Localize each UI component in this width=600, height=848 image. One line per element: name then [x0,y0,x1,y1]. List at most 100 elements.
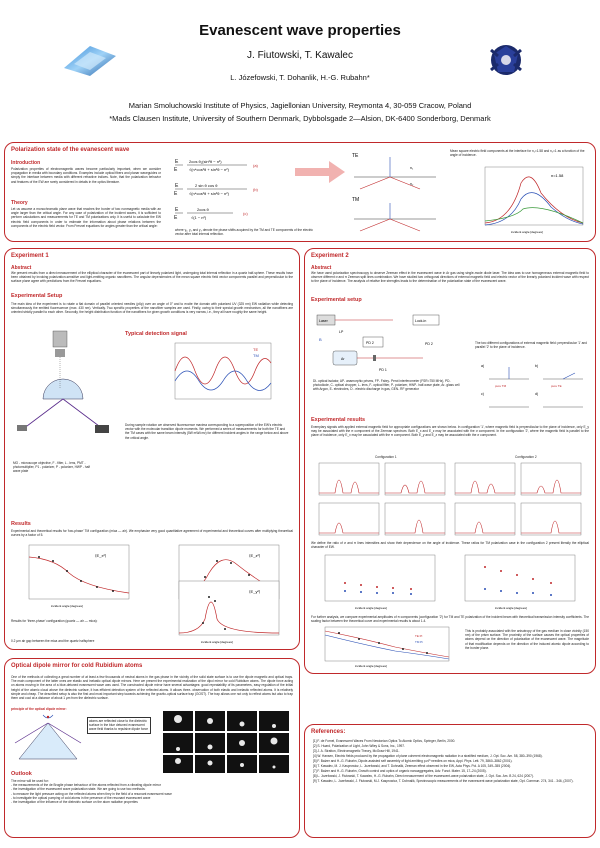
reference-item: [3] J. A. Stratton, Electromagnetic Theo… [313,749,400,753]
svg-text:2cos θ: 2cos θ [197,207,210,212]
poster-title: Evanescent wave properties [199,22,401,39]
svg-text:2cos θ₁(sin²θ − n²): 2cos θ₁(sin²θ − n²) [189,159,222,164]
reference-item: [5] F. Balzer and H.-G. Rubahn, Dipole-a… [313,759,513,763]
label-pd1: PD 1 [379,368,387,372]
affiliations: Marian Smoluchowski Institute of Physics… [0,99,600,125]
exp2-setup-heading: Experimental setup [311,297,362,303]
atom-cloud-frames [163,711,289,773]
detection-signal-plot: TE TM [174,342,272,400]
plot-legend-n: n=1.58 [551,173,564,178]
ratio-xlabel-2: incident angle [degrees] [495,606,527,610]
svg-text:E: E [175,159,179,165]
label-n2-te: n₂ [410,182,414,186]
outlook-item: - the measurements of the de Broglie pha… [11,783,161,788]
label-ar: Ar [341,357,345,361]
exp1-setup-text: The main idea of the experiment is to ro… [11,302,293,315]
reference-item: [7] F. Balzer and H.-G. Rubahn, Growth c… [313,769,487,773]
signal-legend-te: TE [253,347,258,352]
reference-item: [9] T. Kawalec, L. Jozefowski, J. Fiutow… [313,779,574,783]
dipole-mirror-panel: Optical dipole mirror for cold Rubidium … [4,658,300,838]
references-title: References: [311,729,346,735]
equation-note: where γ₁, γ₂ and γ₃ denote the phase shi… [175,228,313,237]
reference-item: [6] T. Kawalec, M. J. Kasprowicz, L. Joz… [313,764,512,768]
label-te: TE [352,153,359,159]
references-list: [1] F. de Fornel, Evanescent Waves From … [313,739,589,784]
exp2-setup-note: The two different configurations of exte… [475,341,587,350]
config2-title: Configuration 2 [515,455,537,459]
reference-item: [1] F. de Fornel, Evanescent Waves From … [313,739,456,743]
svg-text:√(n⁴cos²θ + sin²θ − n²): √(n⁴cos²θ + sin²θ − n²) [189,167,230,172]
reference-item: [8] L. Jozefowski, J. Fiutowski, T. Kawa… [313,774,534,778]
exp1-setup-caption: MO - microscope objective, F - filter, L… [13,461,90,474]
exp2-abstract-heading: Abstract [311,265,332,271]
tm-pi-label: TM Pi [415,640,423,644]
svg-text:E: E [174,191,178,197]
hologram-logo [64,46,116,76]
exp1-results-text: Experimental and theoretical results for… [11,529,293,538]
results-plot-ey: ⟨E_y²⟩ incident angle [degrees] [178,580,280,644]
field-configurations-diagram: a) b) c) d) pure TM pure TE [481,364,583,408]
authors: J. Fiutowski, T. Kawalec [247,50,353,61]
principle-note: atoms are reflected close to the dielect… [87,717,151,734]
exp2-setup-diagram: Laser PD 2 Lock-in Ar B PD 1 PD 2 LP [316,314,440,372]
fresnel-equations: EE 2cos θ₁(sin²θ − n²) √(n⁴cos²θ + sin²θ… [174,159,259,221]
ratio-xlabel-1: incident angle [degrees] [355,606,387,610]
three-phase-text: Results for 'three-phase' configuration … [11,619,98,623]
experiment2-panel: Experiment 2 Abstract We have used polar… [304,248,596,674]
outlook-item: - to investigate the optical pumping of … [11,795,151,800]
reference-item: [4] W. Hansen, Electric fields produced … [313,754,543,758]
config-a: a) [481,364,484,368]
svg-text:E: E [175,207,179,213]
outlook-item: - to measure the light pressure acting o… [11,791,172,796]
exp1-setup-heading: Experimental Setup [11,293,63,299]
gap-note: 0.2 μm air gap between the mica and the … [11,639,95,643]
exp1-title: Experiment 1 [11,253,49,259]
field-plot-caption: Mean square electric field components at… [450,149,585,158]
exp1-abstract-text: We present results from a direct measure… [11,271,293,284]
reference-item: [2] S. Huard, Polarization of Light, Joh… [313,744,405,748]
exp2-setup-caption: DI- optical isolator, AP- anamorphic pri… [313,379,460,392]
affiliation-2: *Mads Clausen Institute, University of S… [109,114,491,123]
config-d: d) [535,392,538,396]
outlook-heading: Outlook [11,771,32,777]
university-emblem-icon [490,45,522,75]
references-panel: References: [1] F. de Fornel, Evanescent… [304,724,596,838]
dipole-title: Optical dipole mirror for cold Rubidium … [11,663,143,669]
theory-text: Let us assume a monochromatic plane wave… [11,207,161,228]
label-ex2: ⟨E_x²⟩ [95,553,107,558]
label-lockin: Lock-in [415,319,426,323]
coauthors: L. Józefowski, T. Dohanlik, H.-G. Rubahn… [230,73,370,82]
svg-text:E: E [174,215,178,221]
results-xlabel-3: incident angle [degrees] [201,640,233,644]
config-b: b) [535,364,538,368]
final-text: This is probably associated with the ani… [465,629,589,650]
results-plot-ex: ⟨E_x²⟩ incident angle [degrees] [28,544,130,608]
exp2-abstract-text: We have used polarization spectroscopy t… [311,271,589,284]
ratio-text: We define the ratio of σ and π lines int… [311,541,589,550]
exp1-abstract-heading: Abstract [11,265,32,271]
exp1-setup-diagram [17,330,109,433]
eq-label-b: (b) [253,187,259,192]
results-xlabel-1: incident angle [degrees] [51,604,83,608]
label-tm: TM [352,197,359,203]
label-gen: PD 2 [366,341,374,345]
exp2-title: Experiment 2 [311,253,349,259]
affiliation-1: Marian Smoluchowski Institute of Physics… [128,101,472,110]
analysis-text: For further analysis, we compare experim… [311,615,589,624]
eq-label-c: (c) [243,211,248,216]
field-plot-xlabel: incident angle [degrees] [511,230,543,234]
svg-text:E: E [175,183,179,189]
zeeman-spectra-plots [318,462,582,536]
signal-legend-tm: TM [253,353,259,358]
svg-text:√(1 − n²): √(1 − n²) [191,215,207,220]
signal-heading: Typical detection signal [125,331,187,337]
outlook-item: The mirror will be used for: [11,779,49,783]
outlook-list: The mirror will be used for: - the measu… [11,779,293,804]
label-ez2: ⟨E_z²⟩ [249,553,261,558]
intro-heading: Introduction [11,160,41,166]
outlook-item: - the investigation of the evanescent wa… [11,787,146,792]
exp2-results-text: Exemplary signals with applied external … [311,425,589,438]
pure-tm-a: pure TM [495,384,507,388]
dipole-text: One of the methods of collecting a great… [11,675,293,701]
label-pd2: PD 2 [425,342,433,346]
